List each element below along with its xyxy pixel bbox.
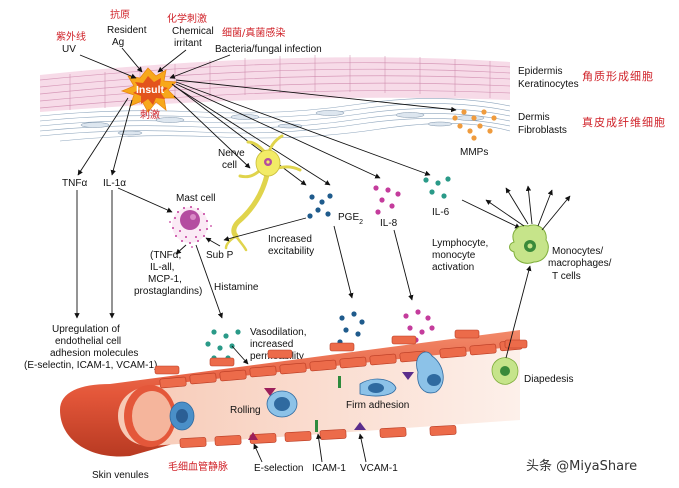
insult-burst bbox=[120, 67, 177, 113]
mast-cell bbox=[169, 206, 212, 248]
mast-cell-label: Mast cell bbox=[176, 193, 215, 204]
eselection-label: E-selection bbox=[254, 463, 303, 474]
lymph-line3: activation bbox=[432, 262, 474, 273]
lymph-line1: Lymphocyte, bbox=[432, 238, 488, 249]
il6-dots bbox=[423, 176, 451, 199]
upregulation-line4: (E-selectin, ICAM-1, VCAM-1) bbox=[24, 360, 157, 371]
antigen-cn-label: 抗原 bbox=[110, 8, 130, 21]
insult-cn-label: 刺激 bbox=[140, 108, 160, 121]
vasodilation-line1: Vasodilation, bbox=[250, 327, 307, 338]
increased-label: Increased bbox=[268, 234, 312, 245]
uv-cn-label: 紫外线 bbox=[56, 30, 86, 43]
uv-label: UV bbox=[62, 44, 76, 55]
monocytes-line3: T cells bbox=[552, 271, 581, 282]
chemical-label: Chemical bbox=[172, 26, 214, 37]
upregulation-line1: Upregulation of bbox=[52, 324, 120, 335]
nerve-cell-label: cell bbox=[222, 160, 237, 171]
monocytes-line1: Monocytes/ bbox=[552, 246, 603, 257]
il8-dots bbox=[373, 185, 401, 215]
histamine-dots bbox=[205, 329, 241, 361]
upregulation-line2: endothelial cell bbox=[55, 336, 121, 347]
histamine-label: Histamine bbox=[214, 282, 259, 293]
tnfa-label: TNFα bbox=[62, 178, 87, 189]
bacteria-label: Bacteria/fungal infection bbox=[215, 44, 322, 55]
nerve-cell bbox=[224, 134, 302, 252]
dermis-label: Dermis bbox=[518, 112, 550, 123]
lymph-line2: monocyte bbox=[432, 250, 476, 261]
mediators-line2: IL-all, bbox=[150, 262, 174, 273]
mediators-line4: prostaglandins) bbox=[134, 286, 202, 297]
monocytes-line2: macrophages/ bbox=[548, 258, 612, 269]
resident-label: Resident bbox=[107, 25, 147, 36]
mediators-line3: MCP-1, bbox=[148, 274, 182, 285]
il6-label: IL-6 bbox=[432, 207, 450, 218]
il1a-label: IL-1α bbox=[103, 178, 126, 189]
subp-label: Sub P bbox=[206, 250, 234, 261]
upregulation-line3: adhesion molecules bbox=[50, 348, 138, 359]
firm-adhesion-label: Firm adhesion bbox=[346, 400, 409, 411]
leukocytes bbox=[169, 351, 444, 431]
pge2-dots bbox=[307, 193, 333, 219]
nerve-label: Nerve bbox=[218, 148, 245, 159]
keratinocytes-label: Keratinocytes bbox=[518, 79, 579, 90]
venule-cn-label: 毛细血管静脉 bbox=[168, 460, 228, 473]
diapedesis-cell bbox=[491, 357, 519, 385]
dermis-layer bbox=[39, 98, 511, 142]
skin-venules-label: Skin venules bbox=[92, 470, 149, 481]
vasodilation-line2: increased bbox=[250, 339, 293, 350]
mediators-line1: (TNFα, bbox=[150, 250, 181, 261]
excitability-label: excitability bbox=[268, 246, 314, 257]
fibroblasts-cn-label: 真皮成纤维细胞 bbox=[582, 115, 666, 129]
insult-label: Insult bbox=[136, 84, 165, 96]
icam-label: ICAM-1 bbox=[312, 463, 346, 474]
ag-label: Ag bbox=[112, 37, 124, 48]
diapedesis-label: Diapedesis bbox=[524, 374, 573, 385]
bacteria-cn-label: 细菌/真菌感染 bbox=[222, 26, 285, 39]
epidermis-label: Epidermis bbox=[518, 66, 562, 77]
mmps-label: MMPs bbox=[460, 147, 488, 158]
mmp-dots bbox=[452, 109, 497, 141]
fibroblasts-label: Fibroblasts bbox=[518, 125, 567, 136]
rolling-label: Rolling bbox=[230, 405, 261, 416]
pge2-vessel-dots bbox=[337, 311, 365, 345]
vcam-label: VCAM-1 bbox=[360, 463, 398, 474]
adhesion-molecules bbox=[248, 372, 414, 440]
irritant-label: irritant bbox=[174, 38, 202, 49]
monocyte-rays bbox=[485, 185, 571, 231]
monocyte-cell bbox=[509, 224, 549, 264]
il8-label: IL-8 bbox=[380, 218, 398, 229]
watermark: 头条 @MiyaShare bbox=[526, 458, 637, 474]
chemical-cn-label: 化学刺激 bbox=[167, 12, 207, 25]
pge2-label: PGE2 bbox=[338, 212, 363, 226]
keratinocytes-cn-label: 角质形成细胞 bbox=[582, 70, 654, 83]
